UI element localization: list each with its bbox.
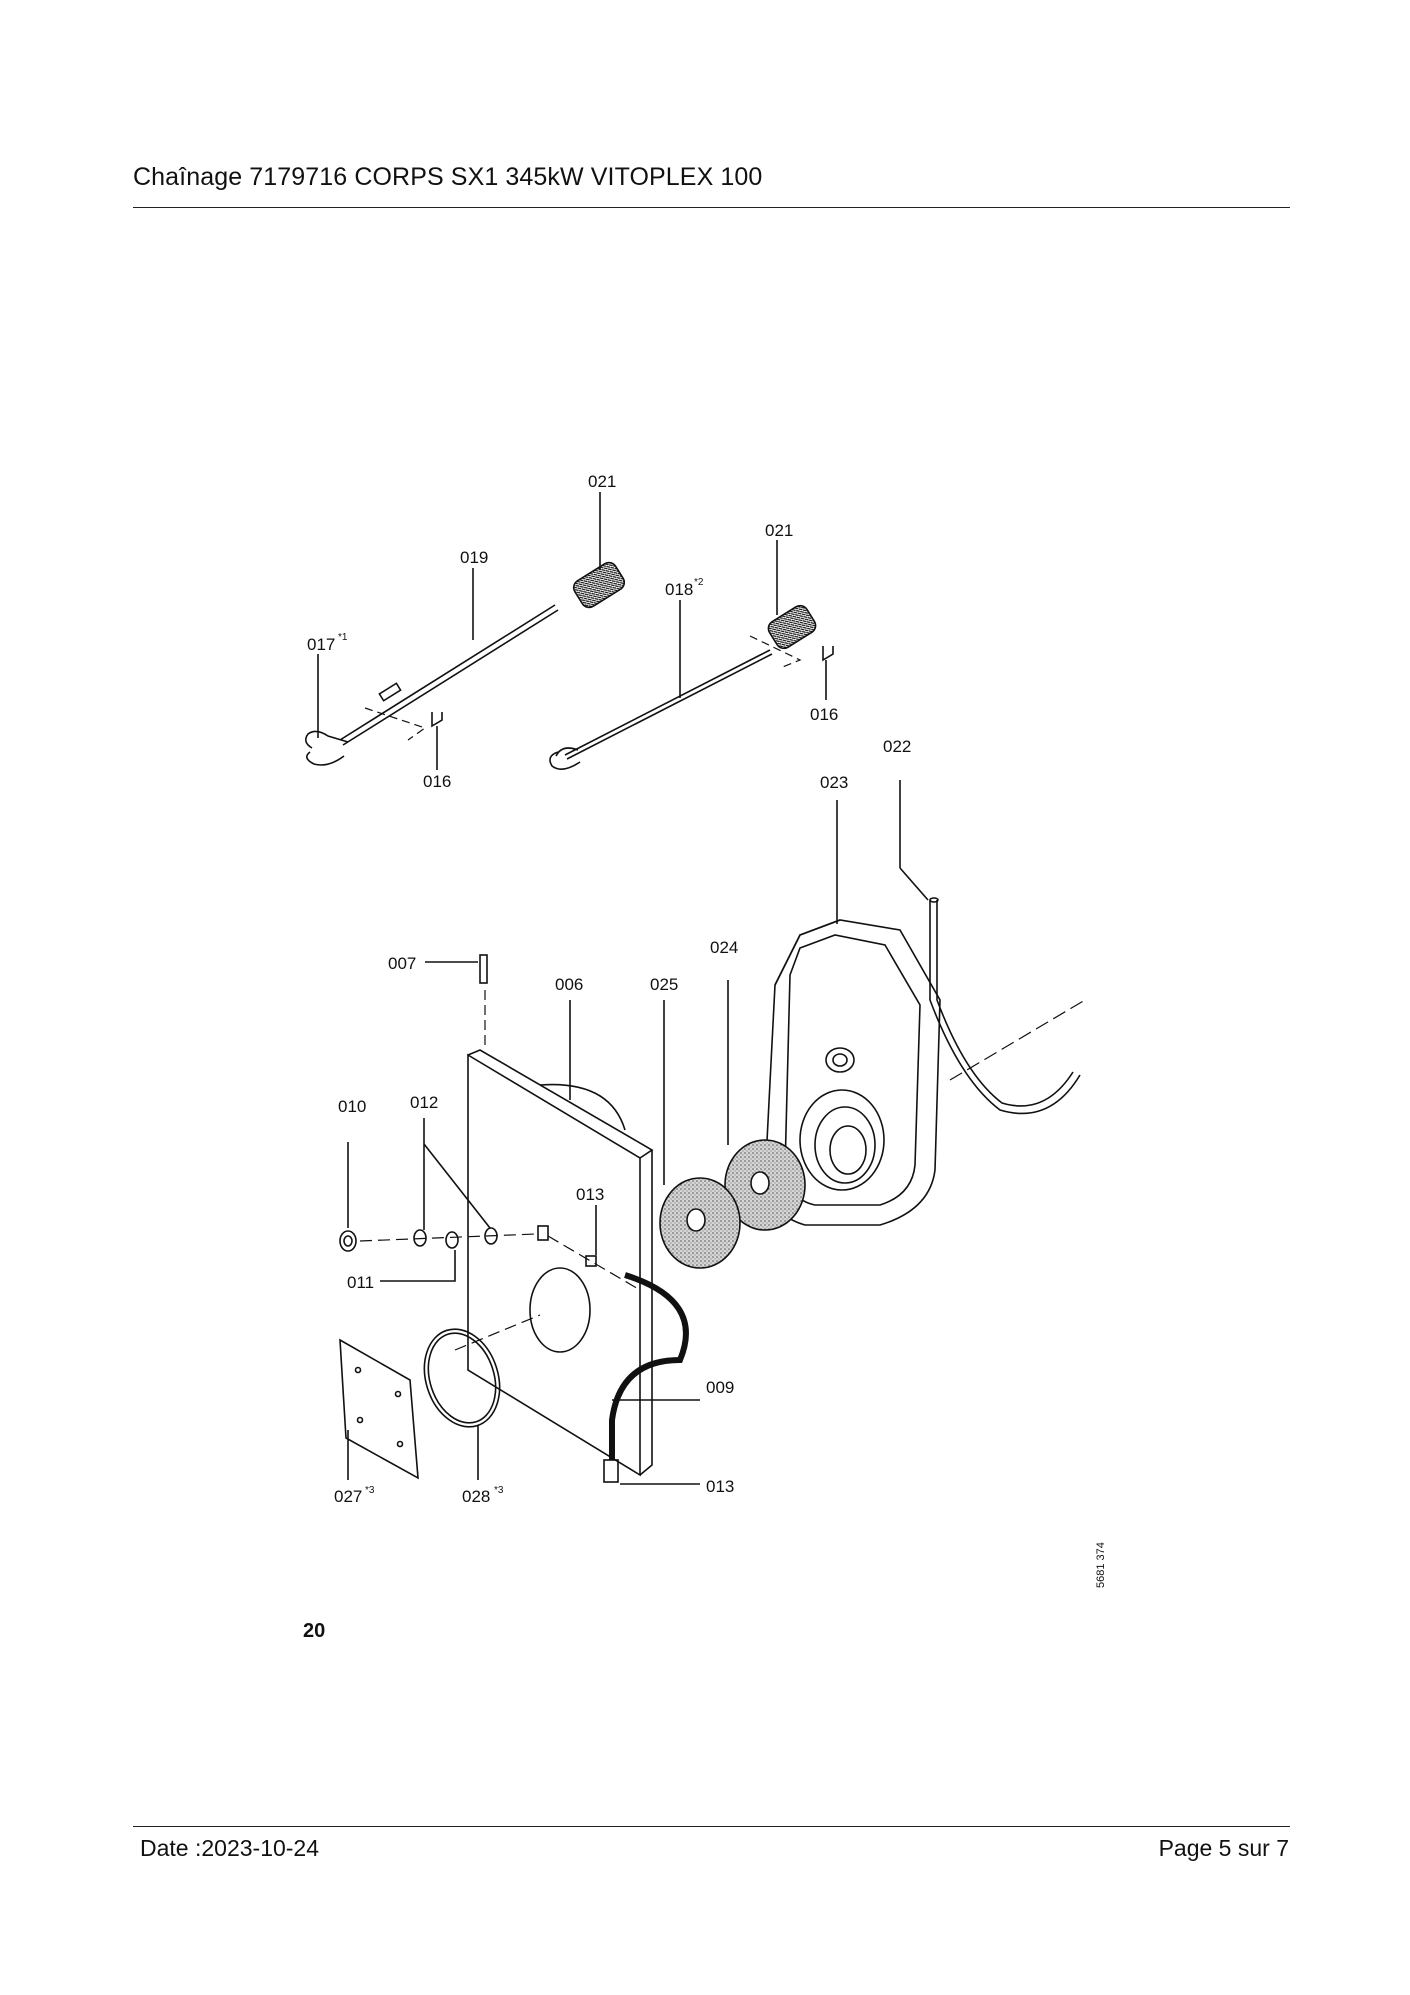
header-divider bbox=[133, 207, 1290, 208]
footer-divider bbox=[133, 1826, 1290, 1827]
callout-011: 011 bbox=[347, 1273, 374, 1292]
callout-018: 018 bbox=[665, 580, 693, 599]
insulation-disc-025 bbox=[659, 1000, 741, 1269]
callout-021: 021 bbox=[765, 521, 793, 540]
callout-007: 007 bbox=[388, 954, 416, 973]
footer-date: Date :2023-10-24 bbox=[140, 1835, 320, 1861]
callout-023: 023 bbox=[820, 773, 848, 792]
insulation-disc-024 bbox=[724, 980, 806, 1231]
page-number: Page 5 sur 7 bbox=[1158, 1835, 1289, 1861]
callout-006: 006 bbox=[555, 975, 583, 994]
callout-012: 012 bbox=[410, 1093, 438, 1112]
callout-009: 009 bbox=[706, 1378, 734, 1397]
callout-016: 016 bbox=[810, 705, 838, 724]
front-plate bbox=[467, 954, 654, 1477]
callout-022: 022 bbox=[883, 737, 911, 756]
callout-013: 013 bbox=[706, 1477, 734, 1496]
callout-019: 019 bbox=[460, 548, 488, 567]
callout-024: 024 bbox=[710, 938, 738, 957]
page-title: Chaînage 7179716 CORPS SX1 345kW VITOPLE… bbox=[133, 163, 763, 191]
callout-027-note: *3 bbox=[365, 1485, 375, 1496]
gasket-ring bbox=[423, 1314, 541, 1480]
callout-017-note: *1 bbox=[338, 632, 348, 643]
callout-018-note: *2 bbox=[694, 577, 704, 588]
cleaning-brush-icon bbox=[572, 561, 626, 609]
callout-027: 027 bbox=[334, 1487, 362, 1506]
callout-021: 021 bbox=[588, 472, 616, 491]
brush-assembly-right bbox=[549, 540, 834, 770]
fittings bbox=[339, 1118, 641, 1291]
callout-013: 013 bbox=[576, 1185, 604, 1204]
callout-017: 017 bbox=[307, 635, 335, 654]
flexible-hose bbox=[603, 1272, 700, 1485]
callout-028: 028 bbox=[462, 1487, 490, 1506]
callout-025: 025 bbox=[650, 975, 678, 994]
callout-028-note: *3 bbox=[494, 1485, 504, 1496]
cover-plate bbox=[339, 1338, 419, 1480]
brush-assembly-left bbox=[304, 492, 626, 770]
cleaning-brush-icon bbox=[767, 604, 817, 650]
sight-tube bbox=[899, 780, 1086, 1115]
drawing-reference: 5681 374 bbox=[1095, 1542, 1107, 1588]
callout-010: 010 bbox=[338, 1097, 366, 1116]
callout-labels: 021 021 019 018 *2 017 *1 016 016 022 02… bbox=[307, 472, 1107, 1588]
callout-016: 016 bbox=[423, 772, 451, 791]
figure-number: 20 bbox=[303, 1620, 326, 1642]
